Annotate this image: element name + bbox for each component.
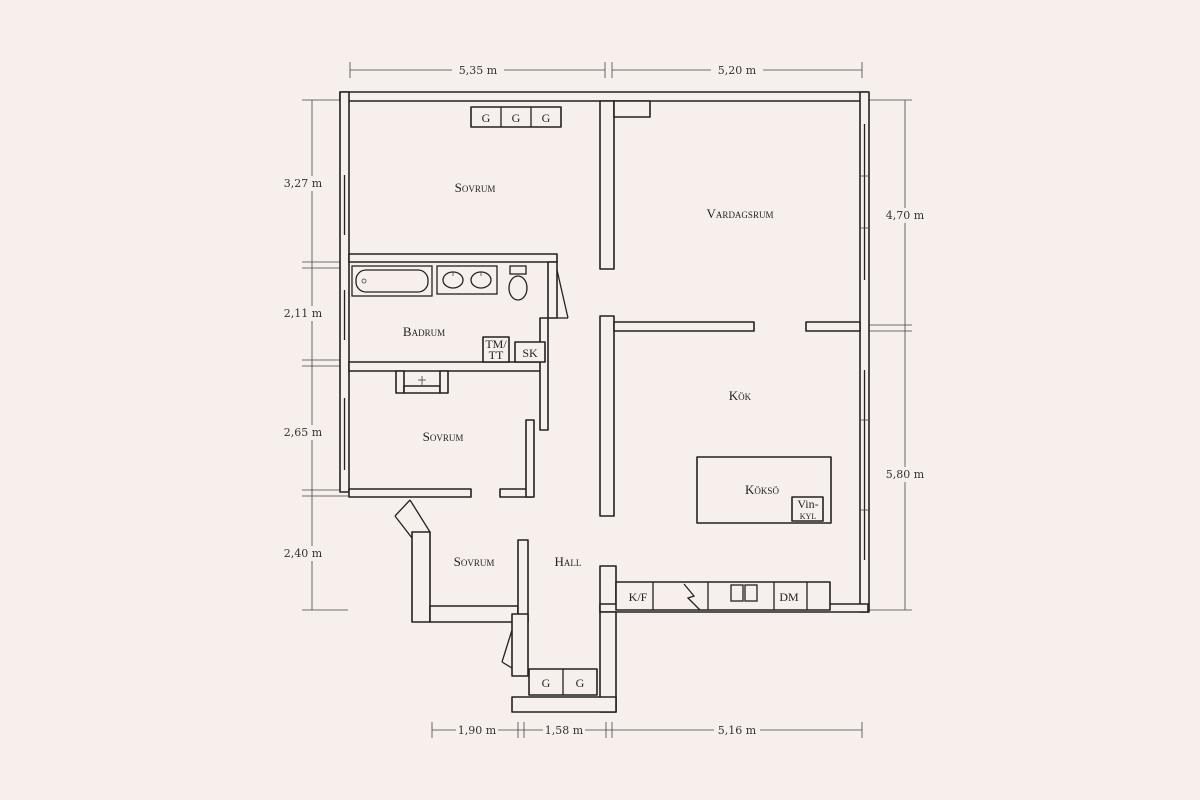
radiator-label: G xyxy=(576,676,585,690)
dryer-label: TT xyxy=(489,348,504,362)
washer-dryer: TM/ TT xyxy=(482,336,510,363)
walls xyxy=(339,91,870,713)
toilet-icon xyxy=(508,265,528,301)
doors xyxy=(394,269,569,669)
room-sovrum-small: Sovrum xyxy=(454,554,495,569)
radiator-label: G xyxy=(512,111,521,125)
room-labels: Sovrum Vardagsrum Badrum Sovrum Kök Köks… xyxy=(403,180,780,569)
room-kok: Kök xyxy=(729,388,752,403)
dim-left-2: 2,11 m xyxy=(284,307,323,320)
dim-bottom-3: 5,16 m xyxy=(718,724,757,737)
sink-icon xyxy=(436,265,498,295)
windows xyxy=(343,124,869,560)
radiator-label: G xyxy=(542,676,551,690)
room-sovrum-mid: Sovrum xyxy=(423,429,464,444)
room-vardagsrum: Vardagsrum xyxy=(707,206,774,221)
room-badrum: Badrum xyxy=(403,324,445,339)
bathtub-icon xyxy=(351,265,433,297)
dim-bottom-1: 1,90 m xyxy=(458,724,497,737)
drying-cabinet: SK xyxy=(514,341,546,363)
dim-bottom-2: 1,58 m xyxy=(545,724,584,737)
dimension-labels: 5,35 m 5,20 m 3,27 m 2,11 m 2,65 m 2,40 … xyxy=(282,62,926,737)
kitchen-counter: K/F DM xyxy=(615,581,831,611)
room-koksö: Köksö xyxy=(745,482,779,497)
dim-left-4: 2,40 m xyxy=(284,547,323,560)
wine-cooler-label: Vin- xyxy=(797,497,818,511)
dim-right-1: 4,70 m xyxy=(886,209,925,222)
room-sovrum-top: Sovrum xyxy=(455,180,496,195)
drain-icon xyxy=(418,376,426,386)
washer-label: TM/ xyxy=(485,337,507,351)
fridge-freezer-label: K/F xyxy=(629,590,648,604)
radiator-label: G xyxy=(542,111,551,125)
wine-cooler-label: kyl xyxy=(800,508,817,522)
dim-top-left: 5,35 m xyxy=(459,64,498,77)
radiators-hall: G G xyxy=(528,668,598,696)
room-hall: Hall xyxy=(555,554,582,569)
drying-cabinet-label: SK xyxy=(522,346,538,360)
dishwasher-label: DM xyxy=(779,590,799,604)
dim-left-1: 3,27 m xyxy=(284,177,323,190)
dim-left-3: 2,65 m xyxy=(284,426,323,439)
kitchen-island: Vin- kyl xyxy=(696,456,832,524)
dim-top-right: 5,20 m xyxy=(718,64,757,77)
radiator-label: G xyxy=(482,111,491,125)
dim-right-2: 5,80 m xyxy=(886,468,925,481)
radiators-top: G G G xyxy=(470,106,562,128)
